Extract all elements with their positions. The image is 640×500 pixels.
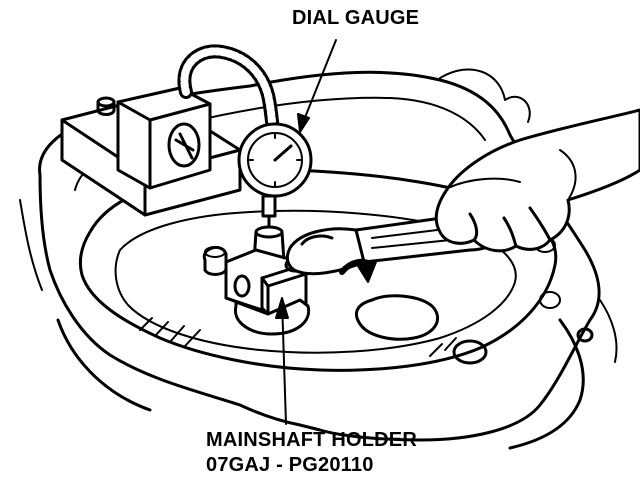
technician-hand <box>434 108 640 253</box>
flex-arm <box>177 44 283 157</box>
gauge-plunger <box>261 194 277 234</box>
mainshaft-holder <box>224 248 311 425</box>
rotation-arrow <box>339 258 377 283</box>
mainshaft-holder-name: MAINSHAFT HOLDER <box>206 429 417 451</box>
dial-gauge-label: DIAL GAUGE <box>292 7 420 29</box>
magnetic-base <box>60 86 242 217</box>
mainshaft-holder-part-number: 07GAJ - PG20110 <box>206 454 374 476</box>
mainshaft-holder-label: MAINSHAFT HOLDER 07GAJ - PG20110 <box>206 428 417 478</box>
dial-gauge-leader <box>299 39 337 131</box>
mainshaft-holder-leader <box>281 299 287 425</box>
shadow-hatching <box>139 317 457 357</box>
